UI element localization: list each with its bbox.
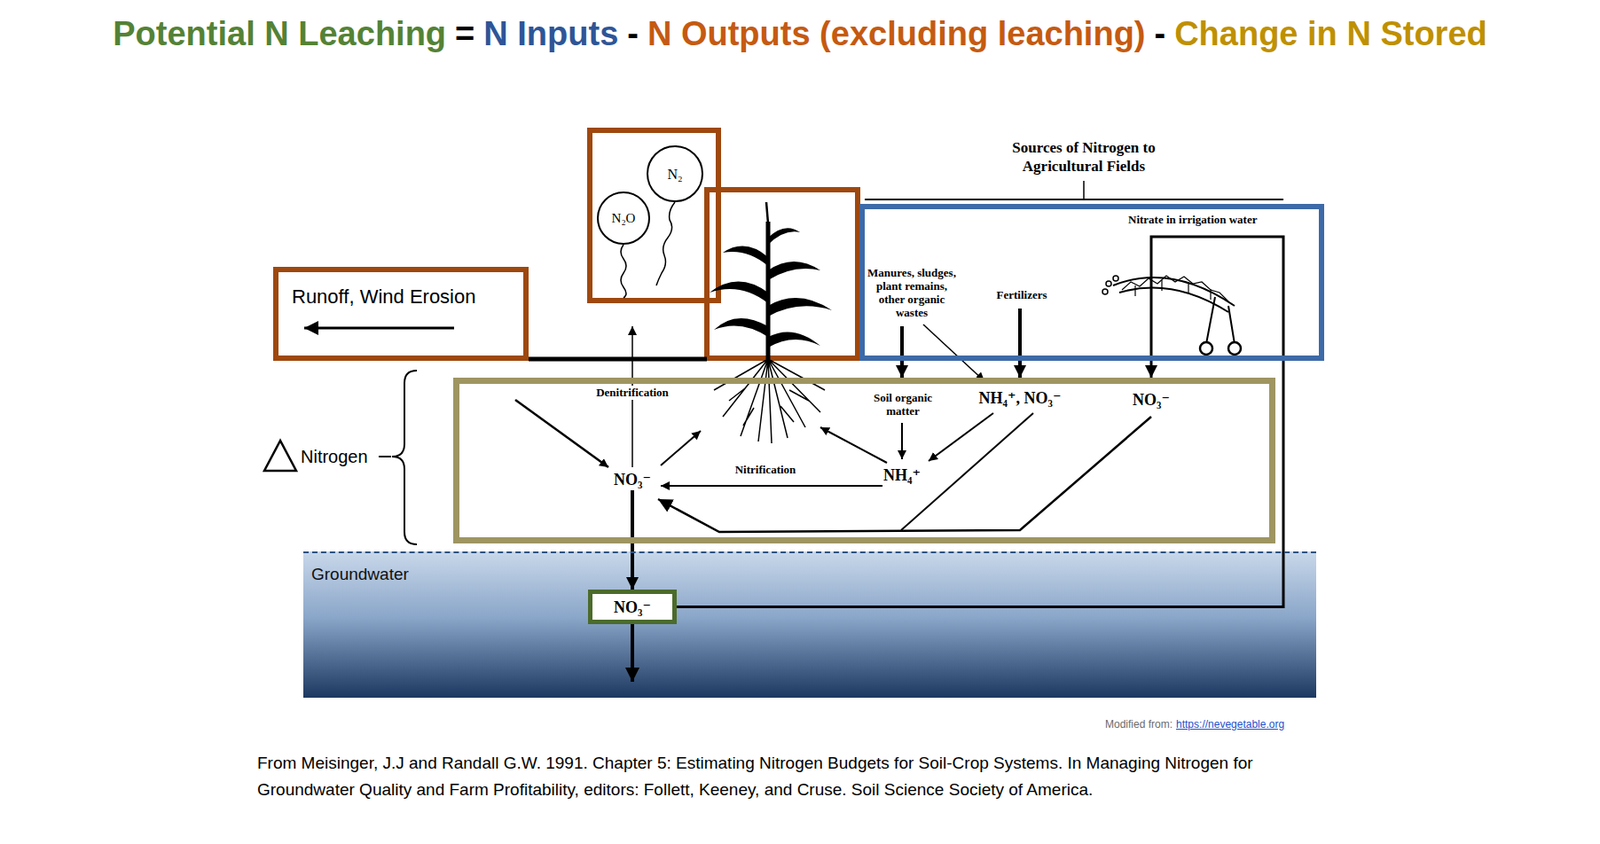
leaching-arrow <box>630 624 635 683</box>
equation-term: N Inputs <box>483 14 619 55</box>
plant-leaf <box>722 246 769 267</box>
equation-term: Change in N Stored <box>1174 14 1488 55</box>
input-arrow <box>923 324 985 382</box>
plant-roots <box>713 359 825 444</box>
band-label: Groundwater <box>311 564 409 585</box>
pivot-legs <box>1206 297 1235 345</box>
plant-leaf <box>709 282 769 305</box>
ion-label: NO₃⁻ <box>613 597 651 618</box>
runoff-label: Runoff, Wind Erosion <box>291 285 476 309</box>
sources-tick <box>1082 180 1085 200</box>
sources-line <box>864 198 1284 201</box>
soil-n-pool-box: Denitrification Soil organic matter NH₄⁺, … <box>453 377 1276 544</box>
input-stem <box>1018 308 1022 361</box>
nitrate-flow-arrow <box>658 416 1152 533</box>
soil-bracket <box>392 370 417 545</box>
gas-balloon: N₂O <box>596 191 651 245</box>
source-label: Manures, sludges, plant remains, other o… <box>867 266 957 320</box>
inputs-box: Nitrate in irrigation waterManures, slud… <box>859 203 1325 361</box>
plant-leaf <box>768 261 821 281</box>
source-label: Fertilizers <box>996 288 1047 303</box>
gas-label: N₂ <box>666 165 683 183</box>
spray-drop <box>1102 289 1108 295</box>
uptake-arrow <box>660 431 701 466</box>
equation-term: N Outputs (excluding leaching) <box>647 14 1146 55</box>
process-label: Nitrification <box>735 462 797 478</box>
equation-term: Potential N Leaching <box>112 14 447 55</box>
source-credit: Modified from:https://nevegetable.org <box>1105 718 1285 731</box>
pool-label: Soil organic matter <box>862 391 943 418</box>
ion-label: NO₃⁻ <box>613 470 651 490</box>
pivot-wheel <box>1228 342 1241 355</box>
leaching-stem <box>630 490 635 544</box>
delta-nitrogen-label: Nitrogen <box>300 446 369 468</box>
credit-link: https://nevegetable.org <box>1176 718 1285 731</box>
n-flow-arrow <box>928 413 994 462</box>
flow-arrow <box>900 360 904 378</box>
groundwater-band: GroundwaterNO₃⁻ <box>303 551 1317 699</box>
balloon-string <box>620 244 627 299</box>
pivot-wheel <box>1200 342 1213 355</box>
spray-drop <box>1113 275 1119 282</box>
n-flow-arrow <box>515 400 609 468</box>
source-label: Nitrate in irrigation water <box>1128 212 1257 228</box>
plant-leaf <box>713 318 769 338</box>
ion-label: NH₄⁺ <box>883 465 921 486</box>
plant-leaf <box>768 298 832 317</box>
title-equation: Potential N Leaching=N Inputs-N Outputs … <box>112 14 1487 55</box>
nitrate-flow-line <box>901 413 1034 531</box>
flow-arrow <box>630 543 635 590</box>
crop-output-box <box>706 189 858 359</box>
pivot-drops <box>1135 280 1211 300</box>
ion-label: NO₃⁻ <box>1132 390 1170 410</box>
gas-balloon: N₂ <box>646 145 704 203</box>
leached-nitrate-box: NO₃⁻ <box>588 589 677 625</box>
pivot-truss <box>1121 275 1229 302</box>
runoff-arrow <box>304 327 455 330</box>
nitrification-arrow <box>660 485 883 487</box>
process-label: Denitrification <box>594 385 671 400</box>
runoff-box: Runoff, Wind Erosion <box>273 266 529 361</box>
gas-output-box <box>589 130 719 301</box>
balloon-string <box>656 202 675 286</box>
plant-tassel <box>766 202 769 224</box>
title-row: Potential N Leaching=N Inputs-N Outputs … <box>0 14 1600 55</box>
figure-caption: From Meisinger, J.J and Randall G.W. 199… <box>257 750 1313 804</box>
soil-surface <box>528 357 707 362</box>
equation-operator: - <box>1154 14 1167 55</box>
spray-drop <box>1105 281 1112 287</box>
sources-heading: Sources of Nitrogen to Agricultural Fiel… <box>988 138 1180 176</box>
mineralization-arrow <box>901 423 903 460</box>
credit-text: Modified from: <box>1105 718 1173 731</box>
plant-leaf <box>768 331 821 348</box>
plant-leaf <box>768 227 800 245</box>
groundwater-fill <box>303 551 1317 699</box>
gas-label: N₂O <box>611 210 636 227</box>
bracket-tick <box>378 455 392 458</box>
flow-arrow <box>1018 360 1022 378</box>
ion-label: NH₄⁺, NO₃⁻ <box>979 388 1062 408</box>
uptake-arrow <box>820 427 887 463</box>
equation-operator: - <box>627 14 639 55</box>
equation-operator: = <box>454 14 475 55</box>
delta-symbol <box>264 440 297 471</box>
